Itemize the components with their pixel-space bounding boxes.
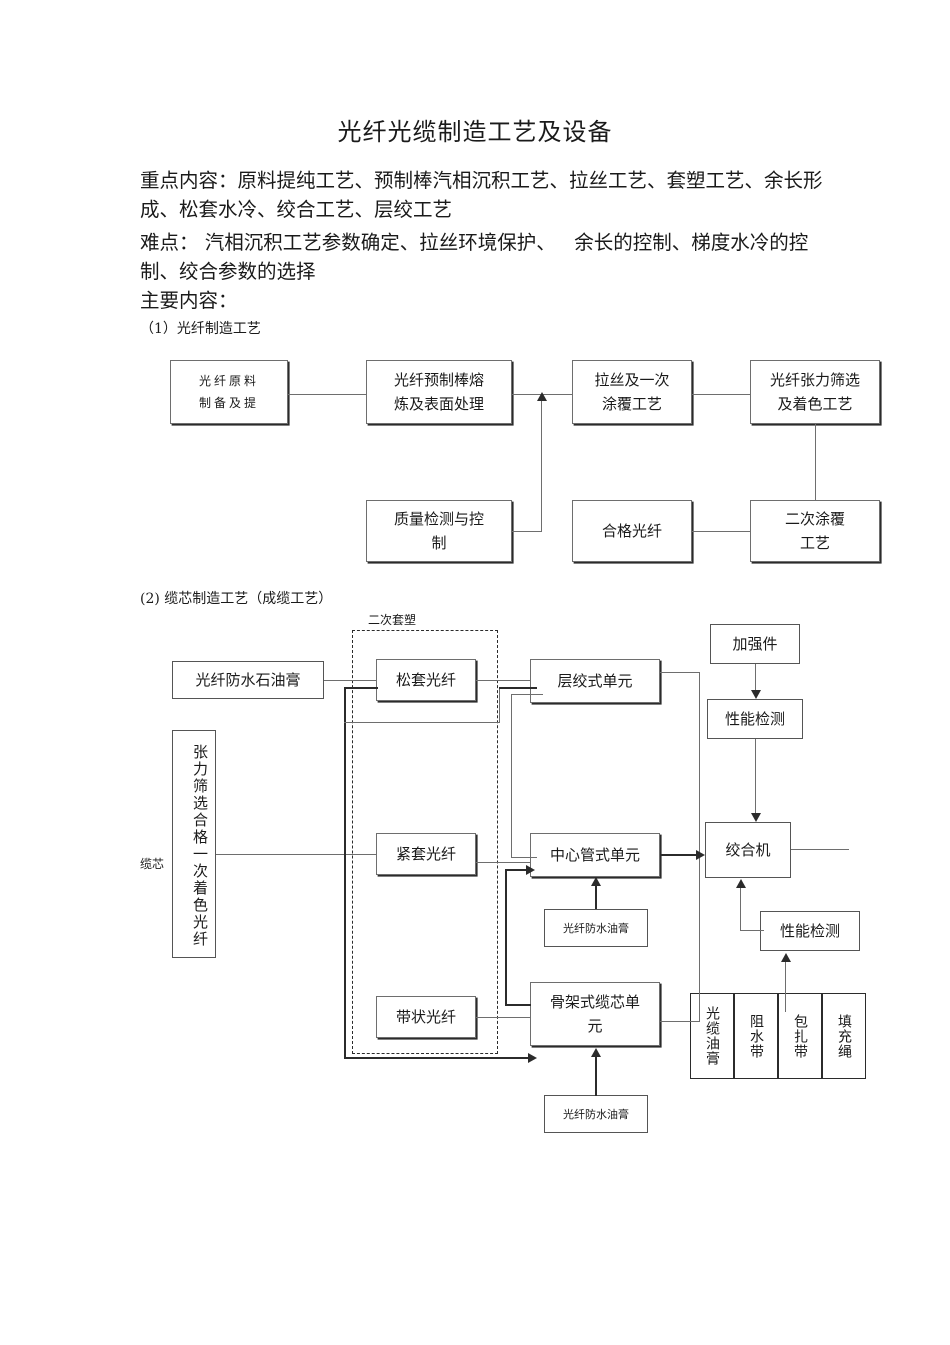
bus-sheathing-vertical <box>344 687 346 1059</box>
material-cell: 光缆油膏 <box>690 993 734 1079</box>
bus-units-vertical <box>699 672 700 1022</box>
connector-tension-trunk <box>216 854 376 855</box>
arrowhead-jelly-bottom <box>591 1048 601 1057</box>
arrowhead-materials-up <box>781 953 791 962</box>
section-1-label: （1）光纤制造工艺 <box>140 321 261 337</box>
connector-strength-to-test <box>755 664 756 690</box>
connector-central-riser-top <box>505 869 529 871</box>
connector-stranded-loop-riser <box>511 694 512 858</box>
section-2-label: (2) 缆芯制造工艺（成缆工艺） <box>140 591 333 607</box>
material-cell: 阻水带 <box>734 993 778 1079</box>
connector-central-riser-bottom <box>505 1004 531 1006</box>
connector-central-riser <box>505 869 507 1005</box>
node-tight-buffered-fiber: 紧套光纤 <box>376 833 476 875</box>
node-performance-test-top: 性能检测 <box>707 699 803 739</box>
connector-tension-to-secondary <box>815 424 816 500</box>
connector-ribbon-to-skeleton <box>476 1017 530 1018</box>
node-tension-color: 光纤张力筛选 及着色工艺 <box>750 360 880 424</box>
node-waterproof-petroleum-jelly: 光纤防水石油膏 <box>172 661 324 699</box>
node-skeleton-core-unit: 骨架式缆芯单 元 <box>530 982 660 1046</box>
arrowhead-bus-to-skeleton <box>528 1053 537 1063</box>
key-points-paragraph: 重点内容：原料提纯工艺、预制棒汽相沉积工艺、拉丝工艺、套塑工艺、余长形成、松套水… <box>140 169 823 221</box>
connector-central-out <box>660 854 702 856</box>
arrowhead-quality-to-preform <box>537 392 547 401</box>
connector-tight-to-central <box>476 862 530 863</box>
node-quality-control: 质量检测与控 制 <box>366 500 512 562</box>
material-cell: 填充绳 <box>822 993 866 1079</box>
connector-stranding-output <box>791 849 849 850</box>
group-label-secondary-sheathing: 二次套塑 <box>368 613 417 627</box>
connector-test-bottom-out <box>740 930 764 931</box>
connector-loose-to-stranded <box>476 680 530 681</box>
node-secondary-coating: 二次涂覆 工艺 <box>750 500 880 562</box>
connector-jelly-bottom-to-skeleton <box>595 1056 597 1096</box>
node-drawing-coating: 拉丝及一次 涂覆工艺 <box>572 360 692 424</box>
connector-quality-out <box>512 531 542 532</box>
connector-jelly-mid-to-central <box>595 885 597 909</box>
connector-stranded-loop-bottom <box>511 857 537 858</box>
node-tension-screened-fiber: 张力筛选合格一次着色光纤 <box>172 730 216 958</box>
bus-sheathing-bottom <box>344 1057 534 1059</box>
connector-loose-loop-top <box>499 687 537 689</box>
node-ribbon-fiber: 带状光纤 <box>376 996 476 1038</box>
arrowhead-jelly-mid <box>591 877 601 886</box>
main-content-label: 主要内容： <box>140 289 238 312</box>
connector-qualified-to-secondary <box>692 531 750 532</box>
arrowhead-strength-to-test <box>751 690 761 699</box>
connector-stranded-loop-top <box>511 694 543 695</box>
arrowhead-test-bottom-to-stranding <box>736 879 746 888</box>
connector-drawing-to-tension <box>692 394 750 395</box>
side-label-cable-core: 缆芯 <box>140 857 165 871</box>
connector-skeleton-out <box>660 1021 700 1022</box>
difficulties-paragraph: 难点： 汽相沉积工艺参数确定、拉丝环境保护、 余长的控制、梯度水冷的控制、绞合参… <box>140 231 809 283</box>
connector-quality-riser <box>541 400 542 532</box>
node-strength-member: 加强件 <box>710 624 800 664</box>
node-qualified-fiber: 合格光纤 <box>572 500 692 562</box>
node-stranding-machine: 绞合机 <box>705 822 791 878</box>
node-loose-tube-fiber: 松套光纤 <box>376 659 476 701</box>
node-stranded-unit: 层绞式单元 <box>530 659 660 703</box>
arrowhead-into-stranding-machine <box>696 850 705 860</box>
connector-stranded-out <box>660 672 700 673</box>
connector-test-to-stranding <box>755 739 756 813</box>
bus-sheathing-top <box>344 687 378 689</box>
node-raw-material: 光纤原料 制备及提 <box>170 360 288 424</box>
node-preform-melt: 光纤预制棒熔 炼及表面处理 <box>366 360 512 424</box>
connector-loose-loop-bottom <box>344 722 500 723</box>
connector-materials-up <box>785 962 786 1012</box>
secondary-sheathing-group <box>352 630 498 1054</box>
node-waterproof-jelly-mid: 光纤防水油膏 <box>544 909 648 947</box>
connector-loose-loop-riser <box>499 688 500 723</box>
material-cell: 包扎带 <box>778 993 822 1079</box>
node-performance-test-bottom: 性能检测 <box>760 911 860 951</box>
node-waterproof-jelly-bottom: 光纤防水油膏 <box>544 1095 648 1133</box>
arrowhead-into-central-tube <box>526 865 535 875</box>
connector-test-bottom-riser <box>740 888 741 931</box>
page-title: 光纤光缆制造工艺及设备 <box>337 118 613 146</box>
node-central-tube-unit: 中心管式单元 <box>530 833 660 877</box>
connector-jelly-to-loose <box>324 680 376 681</box>
connector-raw-to-preform <box>288 394 366 395</box>
arrowhead-test-to-stranding <box>751 813 761 822</box>
